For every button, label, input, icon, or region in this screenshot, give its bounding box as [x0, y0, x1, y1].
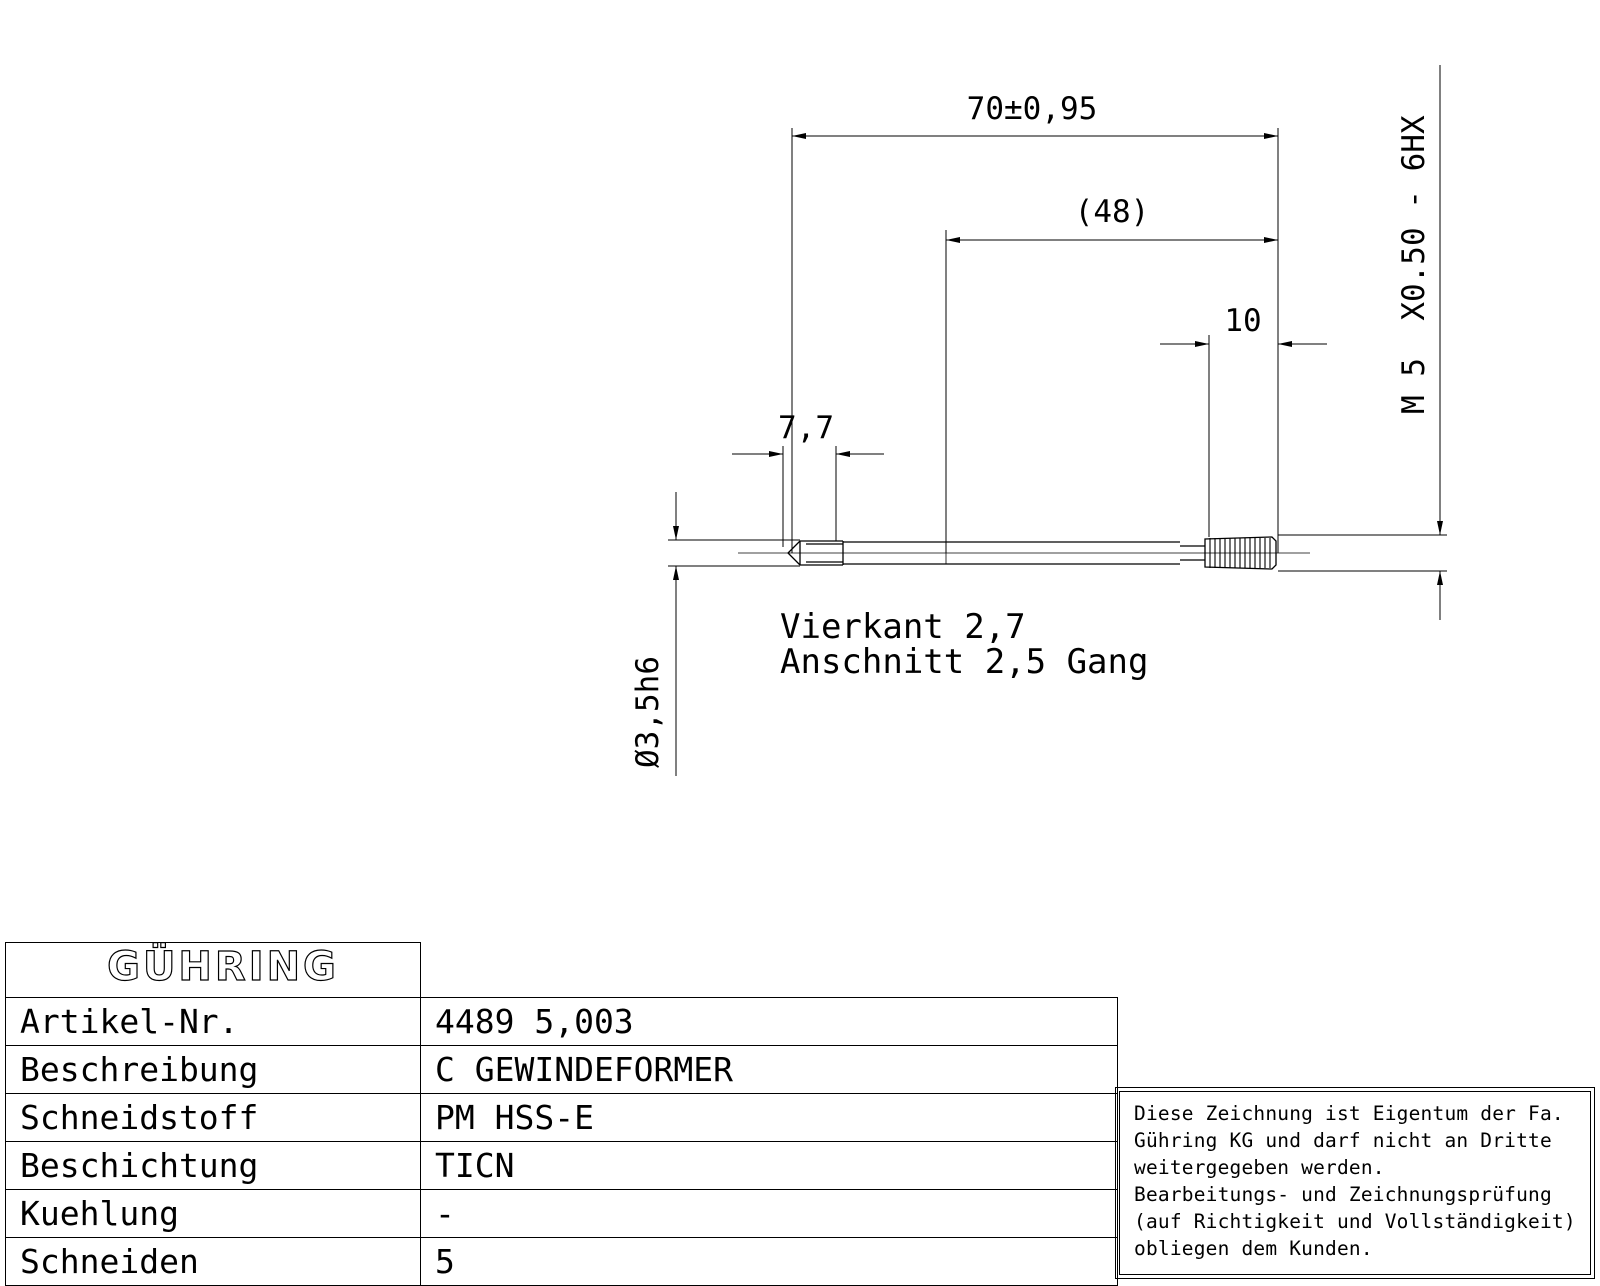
chamfer-note: Anschnitt 2,5 Gang [780, 642, 1148, 682]
logo-cell: GÜHRING [5, 941, 421, 998]
row-label: Beschichtung [5, 1141, 421, 1190]
title-block: GÜHRING Artikel-Nr. 4489 5,003 Beschreib… [5, 941, 1118, 1286]
table-row: Artikel-Nr. 4489 5,003 [5, 997, 1118, 1046]
row-label: Artikel-Nr. [5, 997, 421, 1046]
shank-diameter-dim: Ø3,5h6 [630, 656, 666, 768]
thread-spec-dim: M 5 X0.50 - 6HX [1396, 115, 1432, 414]
table-row: Beschreibung C GEWINDEFORMER [5, 1045, 1118, 1094]
thread-length-dim: 10 [1224, 303, 1261, 339]
dimension-lines [668, 65, 1447, 776]
table-row: Schneiden 5 [5, 1237, 1118, 1286]
row-value: 4489 5,003 [420, 997, 1118, 1046]
row-value: - [420, 1189, 1118, 1238]
table-row: Schneidstoff PM HSS-E [5, 1093, 1118, 1142]
overall-length-dim: 70±0,95 [967, 91, 1098, 127]
thread-lines [1209, 538, 1271, 568]
row-label: Schneidstoff [5, 1093, 421, 1142]
notice-line: Gühring KG und darf nicht an Dritte [1134, 1129, 1552, 1152]
table-row: Beschichtung TICN [5, 1141, 1118, 1190]
row-value: TICN [420, 1141, 1118, 1190]
tool-outline [738, 536, 1310, 570]
row-value: C GEWINDEFORMER [420, 1045, 1118, 1094]
square-note: Vierkant 2,7 [780, 607, 1026, 647]
notice-line: weitergegeben werden. [1134, 1156, 1385, 1179]
notice-line: obliegen dem Kunden. [1134, 1237, 1373, 1260]
guehring-logo: GÜHRING [107, 941, 339, 990]
row-value: 5 [420, 1237, 1118, 1286]
row-label: Beschreibung [5, 1045, 421, 1094]
notice-line: Bearbeitungs- und Zeichnungsprüfung [1134, 1183, 1552, 1206]
shank-length-dim: (48) [1075, 194, 1150, 230]
logo-row: GÜHRING [5, 941, 1118, 998]
notice-line: (auf Richtigkeit und Vollständigkeit) [1134, 1210, 1576, 1233]
row-label: Kuehlung [5, 1189, 421, 1238]
notice-inner-frame: Diese Zeichnung ist Eigentum der Fa. Güh… [1119, 1091, 1591, 1275]
square-length-dim: 7,7 [778, 410, 834, 446]
row-value: PM HSS-E [420, 1093, 1118, 1142]
notice-line: Diese Zeichnung ist Eigentum der Fa. [1134, 1102, 1564, 1125]
ownership-notice: Diese Zeichnung ist Eigentum der Fa. Güh… [1115, 1087, 1595, 1279]
logo-row-spacer [420, 942, 1118, 998]
logo-text: GÜHRING [107, 943, 339, 989]
row-label: Schneiden [5, 1237, 421, 1286]
table-row: Kuehlung - [5, 1189, 1118, 1238]
